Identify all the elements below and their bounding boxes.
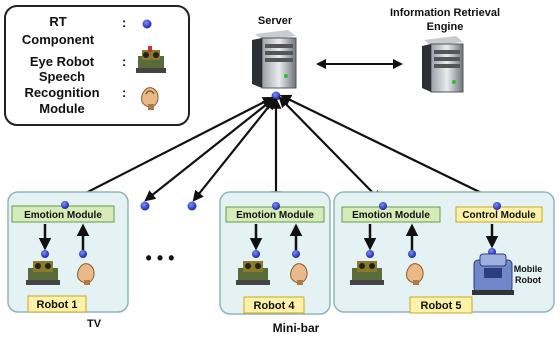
ir-engine-label-2: Engine	[427, 21, 464, 33]
robot-1-group: Emotion Module Robot 1 TV	[7, 191, 129, 330]
legend-module-label: Module	[39, 101, 85, 116]
robot-5-control-dot	[493, 202, 501, 210]
legend-colon-1: :	[122, 15, 126, 30]
robot-5-speech-dot	[408, 250, 416, 258]
robot-4-eye-robot-icon	[236, 261, 270, 285]
robot-4-module-dot	[272, 202, 280, 210]
legend-rt-label: RT	[49, 14, 66, 29]
legend-box: RT Component : Eye Robot : Speech Recogn…	[4, 5, 190, 126]
robot-1-eye-dot	[41, 250, 49, 258]
link-extra2-arrow	[192, 98, 276, 202]
more-robots-ellipsis: • • •	[146, 248, 175, 268]
mobile-robot-icon	[472, 253, 514, 295]
robot-5-eye-robot-icon	[350, 261, 384, 285]
link-robot5-emotion-arrow	[278, 96, 382, 202]
robot-5-module-dot	[379, 202, 387, 210]
legend-recognition-label: Recognition	[24, 85, 99, 100]
robot-1-module-dot	[61, 201, 69, 209]
robot-5-eye-dot	[366, 250, 374, 258]
robot-5-speech-icon	[406, 263, 424, 285]
robot-4-location-label: Mini-bar	[273, 321, 320, 335]
robot-1-location-label: TV	[87, 318, 102, 330]
ir-engine-computer-icon	[422, 36, 464, 93]
legend-colon-3: :	[122, 85, 126, 100]
server-links	[70, 94, 498, 203]
rt-dot-extra-1	[140, 201, 150, 211]
robot-5-control-module-label: Control Module	[462, 210, 536, 221]
eye-robot-icon	[136, 46, 166, 73]
robot-1-emotion-module-label: Emotion Module	[24, 210, 102, 221]
server: Server	[252, 15, 297, 101]
legend-component-label: Component	[22, 32, 95, 47]
robot-5-label: Robot 5	[421, 300, 462, 312]
robot-5-emotion-module-label: Emotion Module	[352, 210, 430, 221]
rt-component-dot-icon	[142, 19, 152, 29]
robot-1-speech-icon	[77, 263, 95, 285]
link-robot5-control-arrow	[280, 94, 498, 202]
legend-colon-2: :	[122, 54, 126, 69]
server-label: Server	[258, 15, 293, 27]
legend-speech-label: Speech	[39, 69, 85, 84]
rt-dot-extra-2	[187, 201, 197, 211]
robot-1-label: Robot 1	[37, 299, 78, 311]
robot-4-emotion-module-label: Emotion Module	[236, 210, 314, 221]
information-retrieval-engine: Information Retrieval Engine	[390, 7, 500, 93]
server-computer-icon	[252, 30, 297, 89]
robot-1-speech-dot	[79, 250, 87, 258]
server-rt-dot	[271, 91, 281, 101]
robot-1-eye-robot-icon	[26, 261, 60, 285]
mobile-robot-label-2: Robot	[515, 275, 541, 285]
legend-eye-robot-label: Eye Robot	[30, 54, 95, 69]
robot-4-label: Robot 4	[254, 300, 296, 312]
robot-4-speech-icon	[290, 263, 308, 285]
robot-4-group: Emotion Module Robot 4 Mini-bar	[219, 191, 331, 335]
mobile-robot-label-1: Mobile	[514, 264, 543, 274]
robot-4-eye-dot	[252, 250, 260, 258]
robot-5-group: Emotion Module Control Module Mobile	[333, 191, 555, 314]
robot-4-speech-dot	[292, 250, 300, 258]
ir-engine-label-1: Information Retrieval	[390, 7, 500, 19]
